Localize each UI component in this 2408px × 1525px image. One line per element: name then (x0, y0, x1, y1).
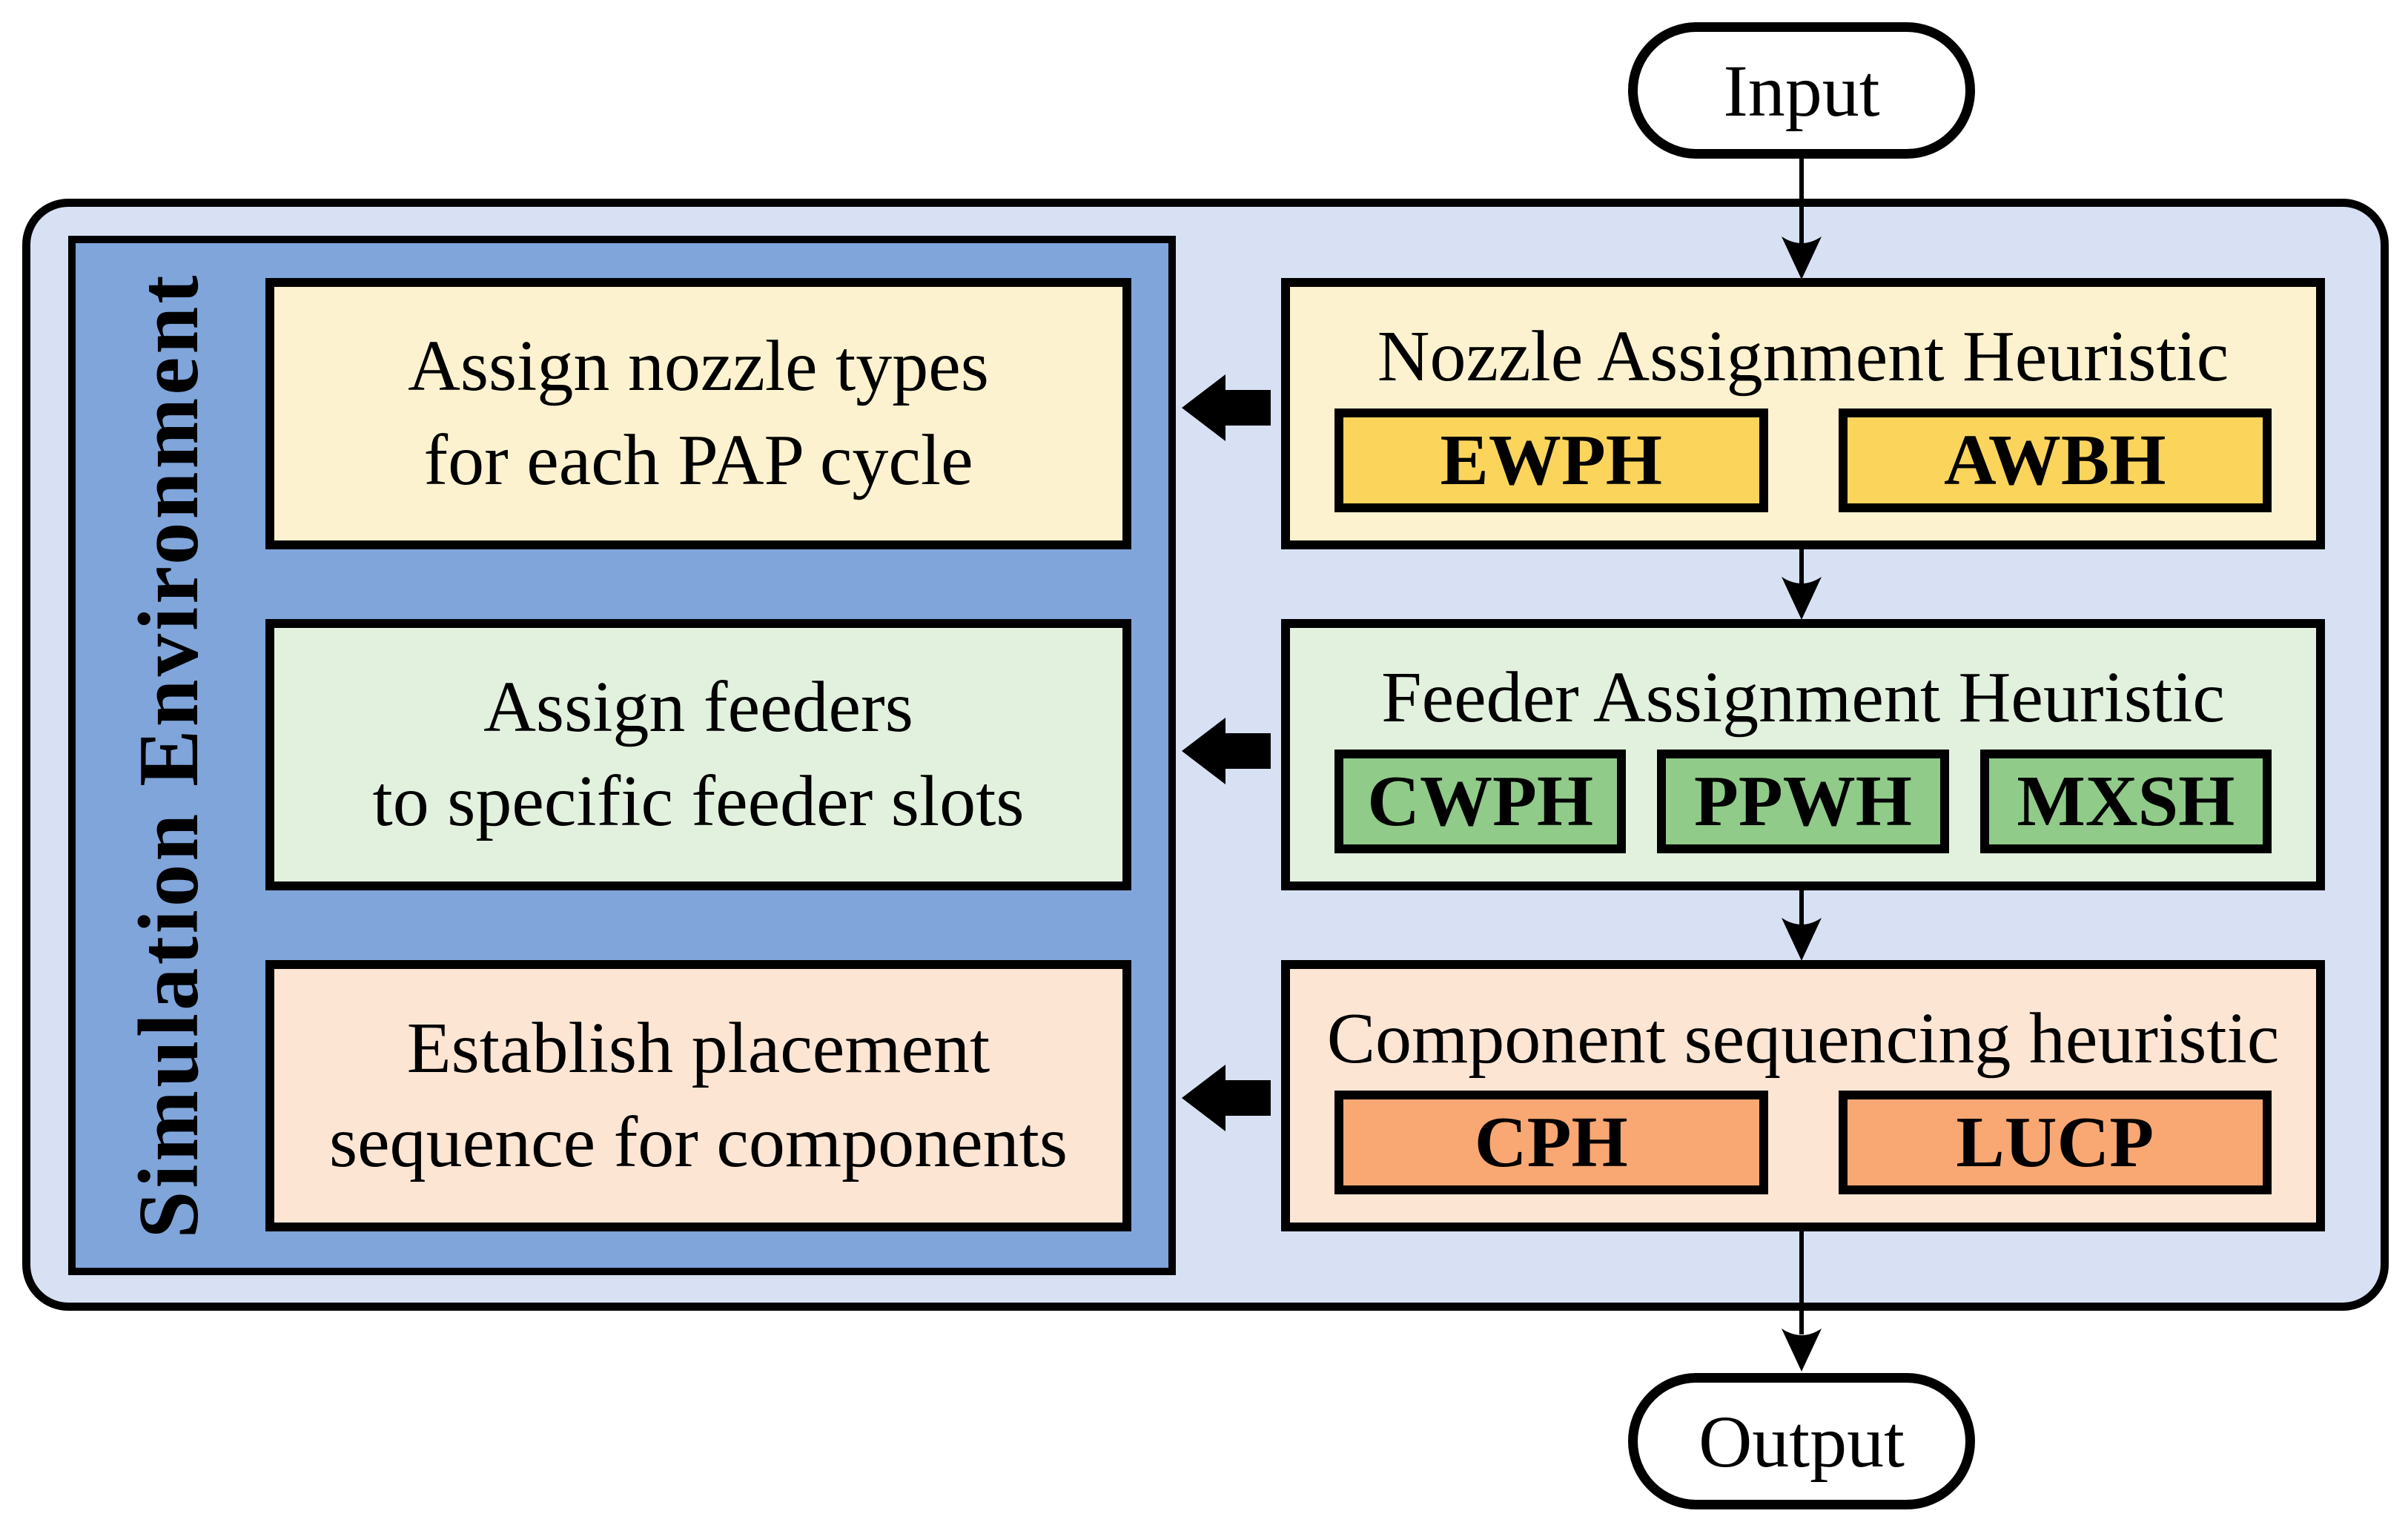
method-box-cph: CPH (1334, 1091, 1768, 1194)
heuristic-box-nozzle: Nozzle Assignment Heuristic EWPH AWBH (1281, 278, 2325, 549)
output-terminal: Output (1628, 1373, 1975, 1509)
simulation-environment-label: Simulation Environment (122, 272, 216, 1239)
task-feeder-line1: Assign feeders (483, 666, 913, 747)
method-box-awbh: AWBH (1838, 408, 2272, 512)
task-box-nozzle: Assign nozzle types for each PAP cycle (265, 278, 1131, 549)
method-box-mxsh: MXSH (1979, 750, 2272, 853)
input-label: Input (1723, 49, 1880, 132)
method-box-ewph: EWPH (1334, 408, 1768, 512)
heuristic-nozzle-methods: EWPH AWBH (1334, 408, 2272, 512)
method-box-cwph: CWPH (1334, 750, 1627, 853)
heuristic-feeder-title: Feeder Assignment Heuristic (1381, 658, 2225, 738)
flow-arrowhead-output (1782, 1329, 1822, 1372)
task-sequencing-line2: sequence for components (329, 1102, 1068, 1182)
heuristic-sequencing-title: Component sequencing heuristic (1326, 999, 2280, 1079)
method-box-ppwh: PPWH (1657, 750, 1949, 853)
output-label: Output (1698, 1400, 1905, 1483)
heuristic-nozzle-title: Nozzle Assignment Heuristic (1377, 317, 2229, 397)
task-sequencing-line1: Establish placement (406, 1008, 990, 1088)
task-box-feeder: Assign feeders to specific feeder slots (265, 619, 1131, 890)
task-nozzle-line2: for each PAP cycle (423, 420, 973, 500)
heuristic-sequencing-methods: CPH LUCP (1334, 1091, 2272, 1194)
simulation-environment-label-column: Simulation Environment (68, 236, 270, 1275)
task-box-sequencing: Establish placement sequence for compone… (265, 960, 1131, 1231)
heuristic-feeder-methods: CWPH PPWH MXSH (1334, 750, 2272, 853)
method-box-lucp: LUCP (1838, 1091, 2272, 1194)
heuristic-box-feeder: Feeder Assignment Heuristic CWPH PPWH MX… (1281, 619, 2325, 890)
task-nozzle-line1: Assign nozzle types (408, 325, 989, 406)
input-terminal: Input (1628, 22, 1975, 159)
task-feeder-line2: to specific feeder slots (372, 761, 1025, 841)
heuristic-box-sequencing: Component sequencing heuristic CPH LUCP (1281, 960, 2325, 1231)
